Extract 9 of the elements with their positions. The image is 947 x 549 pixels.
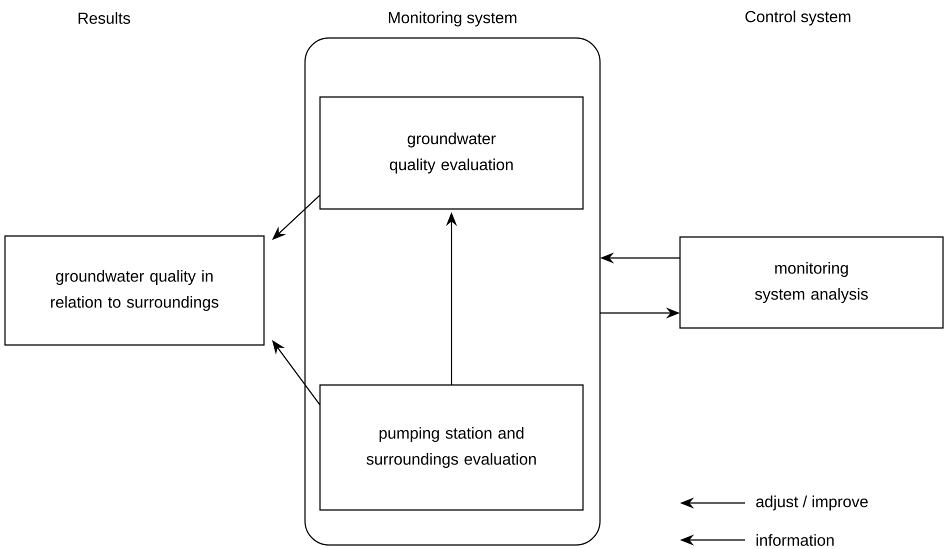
process-box: groundwater quality evaluation <box>319 96 584 210</box>
process-box: monitoring system analysis <box>679 236 944 329</box>
process-box: pumping station and surroundings evaluation <box>319 384 584 511</box>
process-box: groundwater quality in relation to surroundings <box>4 235 265 346</box>
node-label: Monitoring system <box>388 12 516 26</box>
column-heading: Results <box>78 12 130 24</box>
legend-text: adjust / improve <box>756 496 868 510</box>
legend-text: information <box>756 534 834 546</box>
column-heading: Control system <box>745 10 850 26</box>
